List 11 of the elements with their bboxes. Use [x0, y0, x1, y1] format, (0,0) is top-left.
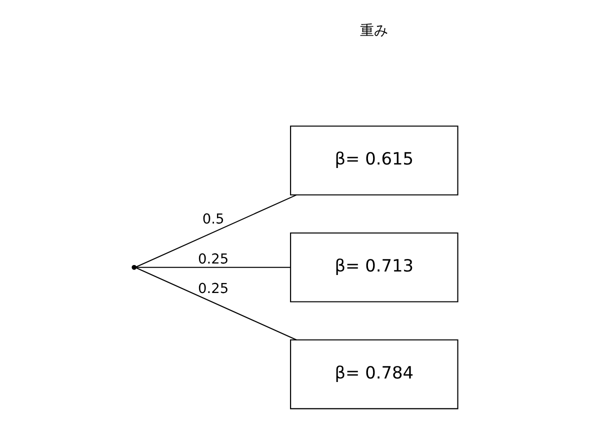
connector — [136, 267, 296, 340]
connector — [136, 266, 290, 268]
label: 重み — [360, 22, 388, 39]
edge-label: 0.25 — [197, 281, 228, 298]
node-point — [131, 264, 136, 270]
node-box: β= 0.713 — [290, 232, 458, 302]
edge-label: 0.5 — [202, 211, 224, 228]
edge-label: 0.25 — [197, 252, 228, 268]
node-box: β= 0.615 — [290, 126, 458, 196]
node-box: β= 0.784 — [290, 339, 458, 410]
connector — [136, 194, 296, 268]
